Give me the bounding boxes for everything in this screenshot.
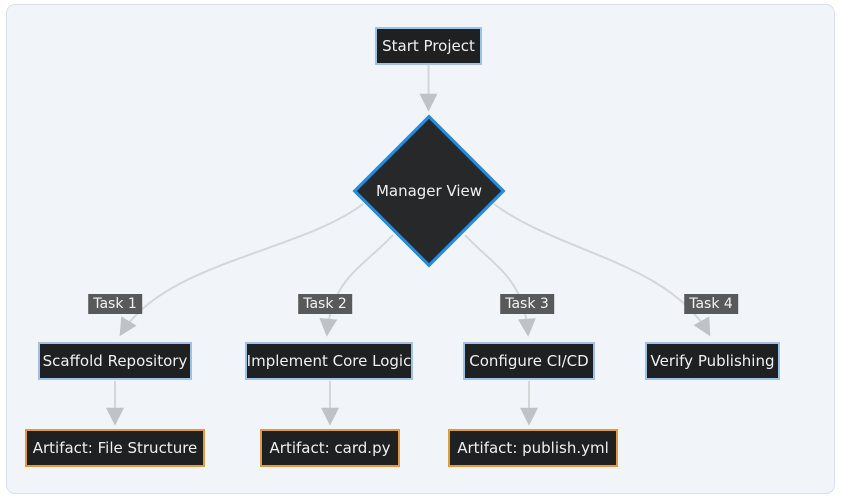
node-configure-ci-cd: Configure CI/CD (463, 342, 595, 380)
node-configure-ci-cd-label: Configure CI/CD (469, 351, 589, 370)
edge-label-task-1: Task 1 (88, 294, 142, 314)
node-start-project: Start Project (375, 27, 482, 65)
node-scaffold-repository-label: Scaffold Repository (42, 351, 188, 370)
node-artifact-file-structure-label: Artifact: File Structure (32, 438, 198, 457)
node-implement-core-logic-label: Implement Core Logic (246, 351, 412, 370)
node-verify-publishing-label: Verify Publishing (650, 351, 775, 370)
node-manager-view-label: Manager View (375, 182, 483, 200)
node-artifact-card-py-label: Artifact: card.py (269, 438, 391, 457)
edge-label-task-3: Task 3 (500, 294, 554, 314)
node-start-project-label: Start Project (382, 36, 475, 55)
node-artifact-publish-yml-label: Artifact: publish.yml (457, 438, 609, 457)
node-scaffold-repository: Scaffold Repository (38, 342, 192, 380)
node-implement-core-logic: Implement Core Logic (245, 342, 413, 380)
node-artifact-file-structure: Artifact: File Structure (25, 429, 205, 467)
edge-label-task-4: Task 4 (684, 294, 738, 314)
edge-label-task-2: Task 2 (298, 294, 352, 314)
node-artifact-publish-yml: Artifact: publish.yml (448, 429, 618, 467)
node-verify-publishing: Verify Publishing (645, 342, 780, 380)
node-artifact-card-py: Artifact: card.py (260, 429, 400, 467)
node-manager-view: Manager View (352, 114, 506, 268)
